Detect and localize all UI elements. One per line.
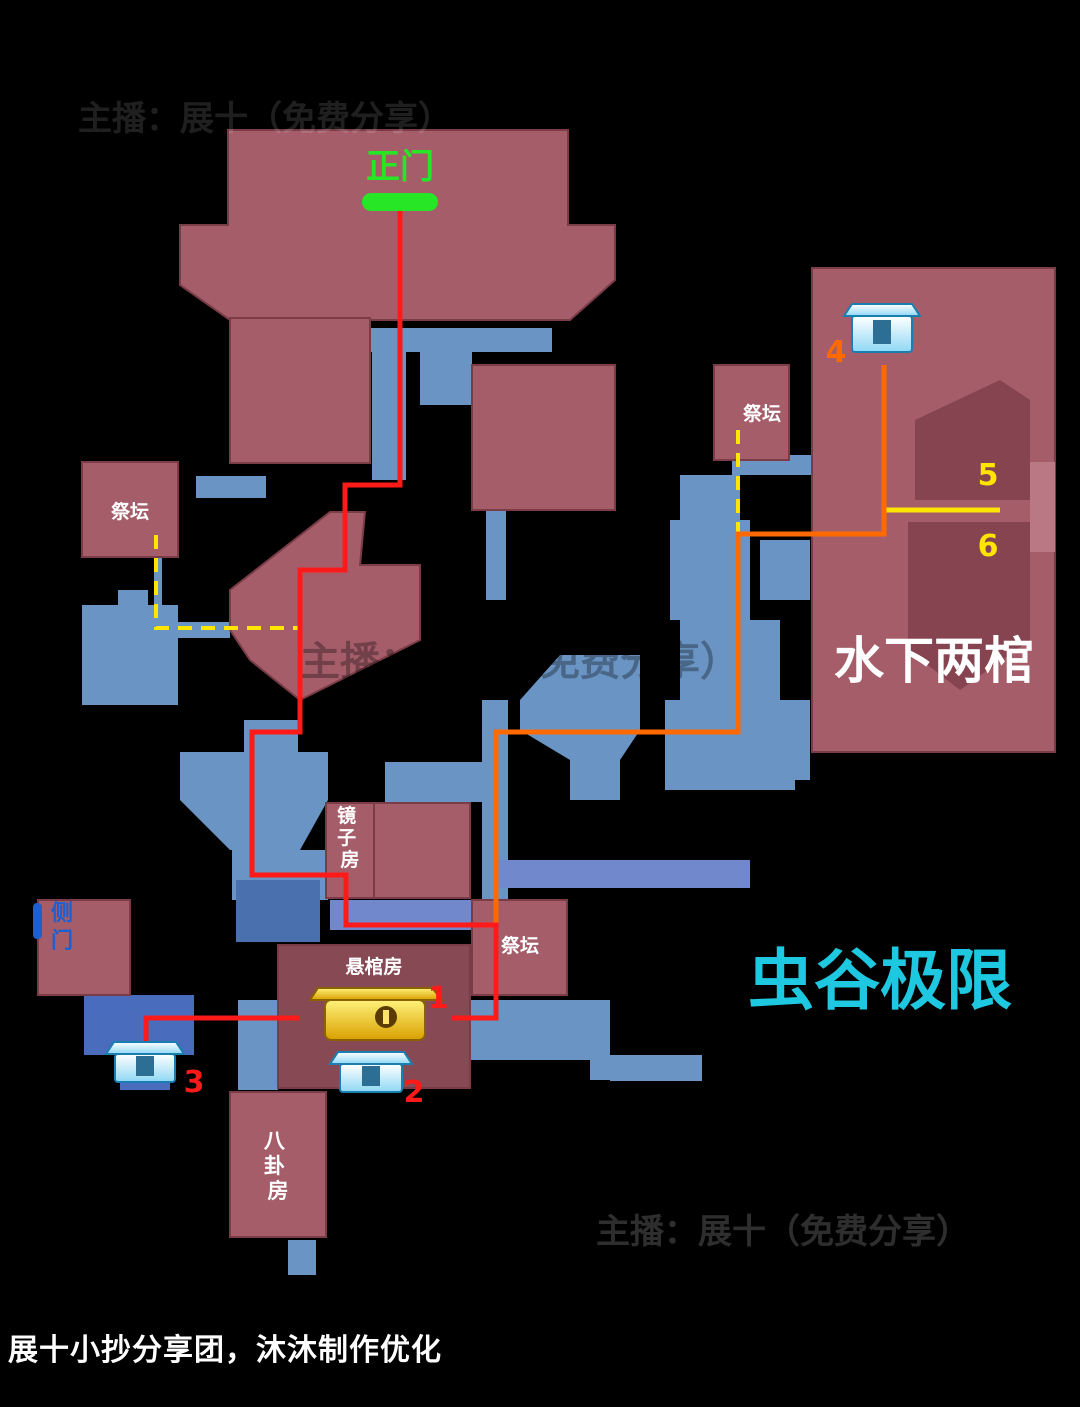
marker-6: 6 [978,529,999,564]
main-entrance-marker [362,193,438,211]
region-label-underwater-coffins: 水下两棺 [834,632,1034,690]
dungeon-title: 虫谷极限 [748,942,1012,1019]
marker-5: 5 [978,458,999,493]
main-entrance-label: 正门 [366,147,434,187]
room-label-altar-northeast: 祭坛 [742,402,781,425]
watermark-center: 主播：展十（免费分享） [300,639,740,685]
branch-route [493,365,887,1018]
marker-1: 1 [428,981,449,1016]
room-label-hanging-coffin: 悬棺房 [345,955,402,978]
room-label-altar-west: 祭坛 [110,500,149,523]
marker-2: 2 [404,1075,425,1110]
room-label-altar-south: 祭坛 [500,934,539,957]
room-label-mirror: 镜 子 房 [337,804,363,871]
underwater-chamber-shading [908,380,1030,690]
rooms [37,129,1056,1238]
watermark-top: 主播：展十（免费分享） [78,99,452,139]
underwater-chamber-gate [1030,462,1055,552]
side-entrance-marker [33,903,42,939]
ice-chest-icon-4 [842,303,922,353]
footer-credit: 展十小抄分享团，沐沐制作优化 [8,1333,442,1368]
golden-chest-icon [308,987,445,1041]
marker-3: 3 [184,1065,205,1100]
corridors [82,328,812,1275]
marker-4: 4 [826,335,847,370]
watermark-bottom: 主播：展十（免费分享） [596,1212,970,1252]
side-entrance-label: 侧门 [51,901,73,954]
room-label-bagua: 八 卦 房 [264,1129,292,1203]
ice-chest-icon-3 [104,1041,186,1083]
main-route [143,200,499,1050]
optional-route [154,430,740,630]
ice-chest-icon-2 [328,1051,414,1093]
